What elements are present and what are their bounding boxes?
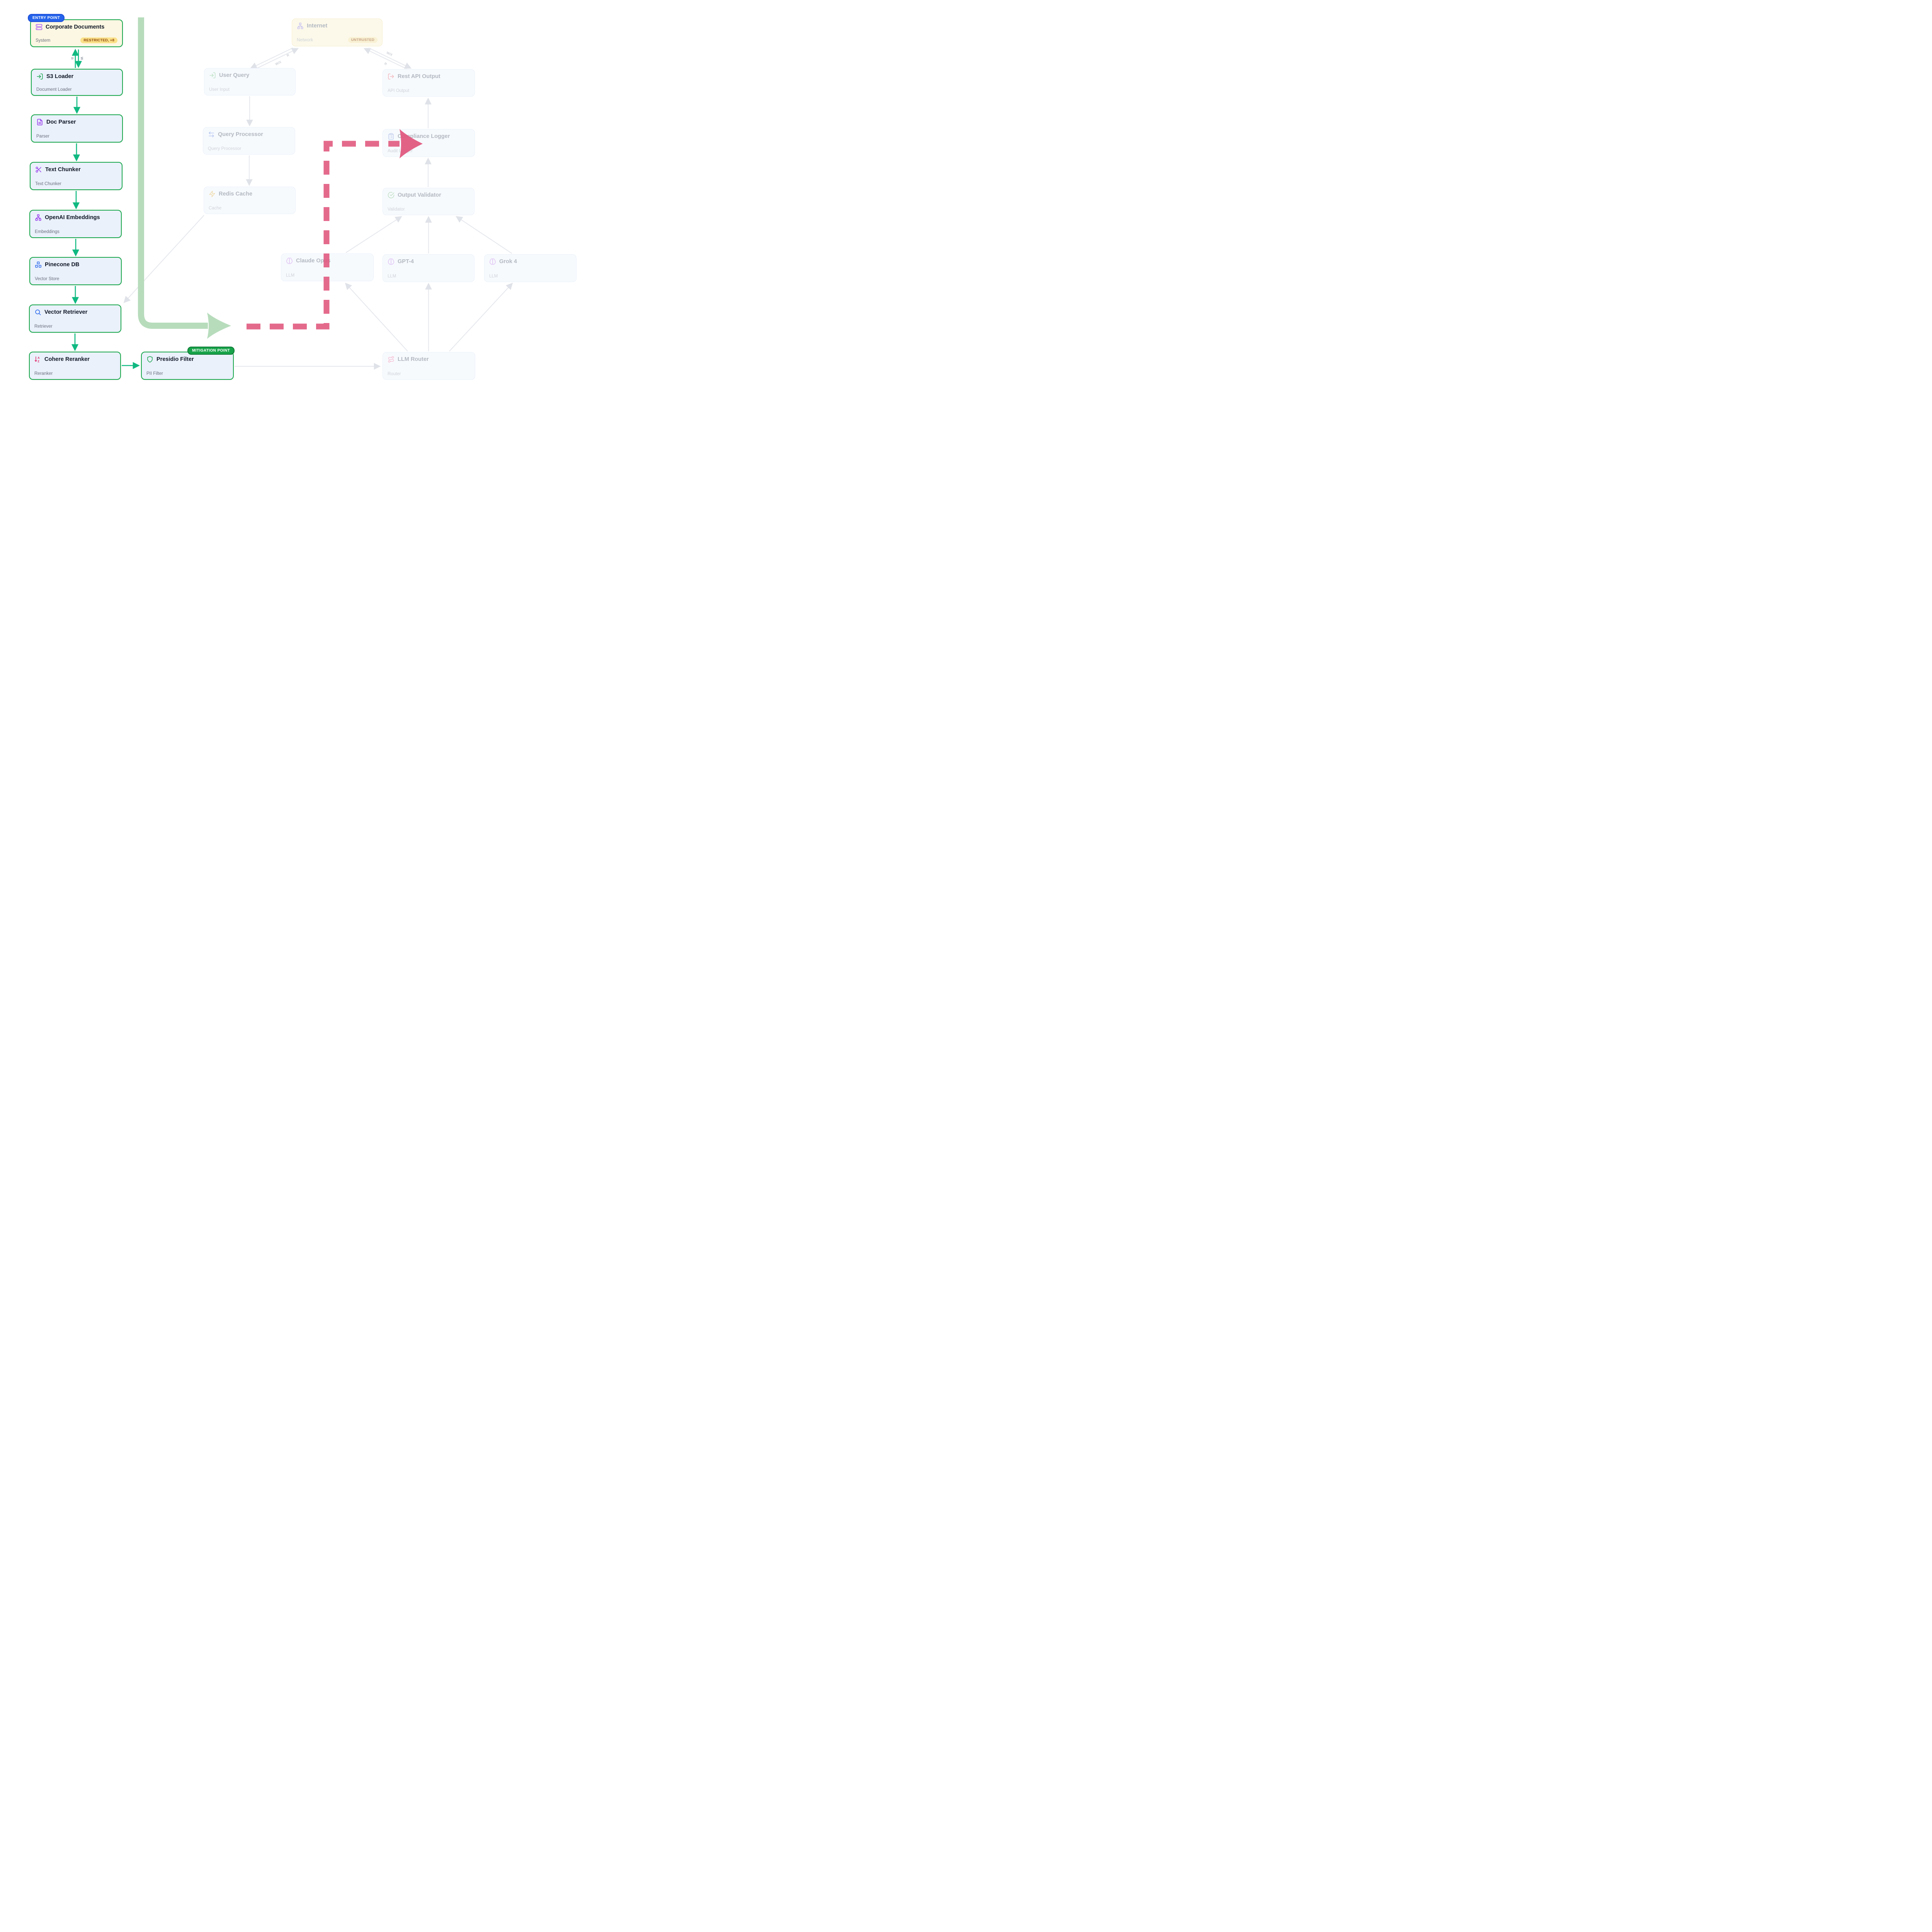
node-openai-embeddings[interactable]: OpenAI Embeddings Embeddings bbox=[29, 210, 122, 238]
diagram-edges bbox=[71, 48, 513, 370]
flow-overlay bbox=[138, 17, 423, 339]
svg-text:A: A bbox=[37, 356, 40, 360]
scissors-icon bbox=[35, 166, 42, 173]
node-title: GPT-4 bbox=[398, 259, 414, 265]
node-subtitle: Parser bbox=[36, 134, 49, 139]
node-title: OpenAI Embeddings bbox=[45, 214, 100, 221]
node-subtitle: LLM bbox=[286, 273, 295, 278]
node-redis-cache[interactable]: Redis Cache Cache bbox=[204, 187, 296, 214]
node-user-query[interactable]: User Query User Input bbox=[204, 68, 296, 95]
restricted-badge: RESTRICTED, +8 bbox=[80, 37, 117, 43]
node-title: Text Chunker bbox=[45, 167, 81, 173]
node-subtitle: Audit Logger bbox=[388, 149, 413, 153]
node-subtitle: System bbox=[36, 38, 51, 43]
node-subtitle: Router bbox=[388, 372, 401, 376]
node-title: Query Processor bbox=[218, 131, 263, 138]
log-in-icon bbox=[209, 72, 216, 79]
node-title: Internet bbox=[307, 23, 328, 29]
node-grok-4[interactable]: Grok 4 LLM bbox=[484, 254, 577, 282]
untrusted-badge: UNTRUSTED bbox=[348, 37, 378, 43]
node-subtitle: LLM bbox=[388, 274, 396, 279]
mitigation-point-badge: MITIGATION POINT bbox=[187, 347, 235, 355]
node-subtitle: LLM bbox=[489, 274, 498, 279]
node-compliance-logger[interactable]: Compliance Logger Audit Logger bbox=[383, 129, 475, 157]
brain-icon bbox=[388, 258, 395, 265]
node-subtitle: Vector Store bbox=[35, 277, 60, 281]
zap-icon bbox=[209, 190, 216, 197]
node-subtitle: Text Chunker bbox=[35, 182, 61, 186]
node-title: Grok 4 bbox=[499, 259, 517, 265]
node-subtitle: PII Filter bbox=[146, 371, 163, 376]
node-title: S3 Loader bbox=[46, 73, 74, 80]
node-text-chunker[interactable]: Text Chunker Text Chunker bbox=[30, 162, 122, 190]
network-icon bbox=[297, 22, 304, 29]
node-pinecone-db[interactable]: Pinecone DB Vector Store bbox=[29, 257, 122, 285]
node-subtitle: Network bbox=[297, 37, 313, 43]
node-subtitle: Query Processor bbox=[208, 146, 242, 151]
node-title: LLM Router bbox=[398, 356, 429, 362]
edge-label-read-internet-right: R bbox=[384, 61, 388, 66]
arrows-right-left-icon bbox=[208, 131, 215, 138]
green-flow-arrow bbox=[138, 17, 231, 339]
node-title: Pinecone DB bbox=[45, 262, 80, 268]
edge-label-write: W bbox=[80, 56, 84, 60]
node-title: Doc Parser bbox=[46, 119, 76, 125]
node-subtitle: User Input bbox=[209, 87, 230, 92]
svg-text:Z: Z bbox=[37, 360, 39, 363]
boxes-icon bbox=[35, 261, 42, 268]
node-s3-loader[interactable]: S3 Loader Document Loader bbox=[31, 69, 123, 96]
clipboard-list-icon bbox=[388, 133, 395, 140]
brain-icon bbox=[286, 257, 293, 264]
node-doc-parser[interactable]: Doc Parser Parser bbox=[31, 114, 123, 143]
log-in-icon bbox=[36, 73, 43, 80]
shield-icon bbox=[146, 356, 153, 363]
node-vector-retriever[interactable]: Vector Retriever Retriever bbox=[29, 304, 121, 333]
brain-icon bbox=[489, 258, 496, 265]
node-rest-api-output[interactable]: Rest API Output API Output bbox=[383, 69, 475, 97]
network-icon bbox=[35, 214, 42, 221]
edge-label-wx-internet-left: W/X bbox=[274, 60, 282, 66]
node-title: Compliance Logger bbox=[398, 133, 450, 139]
node-title: Presidio Filter bbox=[156, 356, 194, 362]
node-title: Output Validator bbox=[398, 192, 441, 198]
node-subtitle: Reranker bbox=[34, 371, 53, 376]
node-title: Vector Retriever bbox=[44, 309, 88, 315]
node-claude-opus[interactable]: Claude Opus LLM bbox=[281, 253, 374, 281]
node-title: Corporate Documents bbox=[46, 24, 105, 30]
file-text-icon bbox=[36, 119, 43, 126]
check-circle-icon bbox=[388, 192, 395, 199]
search-icon bbox=[34, 309, 41, 316]
node-llm-router[interactable]: LLM Router Router bbox=[383, 352, 475, 380]
node-subtitle: Embeddings bbox=[35, 230, 60, 234]
edge-label-wx-internet-right: W/X bbox=[386, 50, 393, 57]
dataflow-diagram-canvas[interactable]: R W R W/X W/X R ENTRY POINT Corporate Do… bbox=[0, 0, 599, 394]
node-subtitle: Cache bbox=[209, 206, 222, 211]
node-query-processor[interactable]: Query Processor Query Processor bbox=[203, 127, 295, 155]
node-output-validator[interactable]: Output Validator Validator bbox=[383, 188, 474, 215]
route-icon bbox=[388, 356, 395, 363]
node-internet[interactable]: Internet Network UNTRUSTED bbox=[292, 19, 383, 46]
node-subtitle: Validator bbox=[388, 207, 405, 212]
node-subtitle: Retriever bbox=[34, 324, 53, 329]
edge-label-read-internet-left: R bbox=[286, 53, 290, 58]
node-title: Cohere Reranker bbox=[44, 356, 90, 362]
node-title: Rest API Output bbox=[398, 73, 440, 80]
node-subtitle: Document Loader bbox=[36, 87, 72, 92]
edge-label-read: R bbox=[70, 57, 75, 60]
node-presidio-filter[interactable]: MITIGATION POINT Presidio Filter PII Fil… bbox=[141, 347, 235, 380]
node-title: User Query bbox=[219, 72, 250, 78]
log-out-icon bbox=[388, 73, 395, 80]
node-title: Claude Opus bbox=[296, 258, 331, 264]
node-subtitle: API Output bbox=[388, 88, 410, 93]
node-title: Redis Cache bbox=[219, 191, 253, 197]
entry-point-badge: ENTRY POINT bbox=[28, 14, 65, 22]
pink-threat-arrow bbox=[247, 129, 423, 330]
server-icon bbox=[36, 24, 43, 31]
node-corporate-documents[interactable]: ENTRY POINT Corporate Documents System R… bbox=[28, 14, 123, 47]
node-gpt-4[interactable]: GPT-4 LLM bbox=[383, 254, 474, 282]
